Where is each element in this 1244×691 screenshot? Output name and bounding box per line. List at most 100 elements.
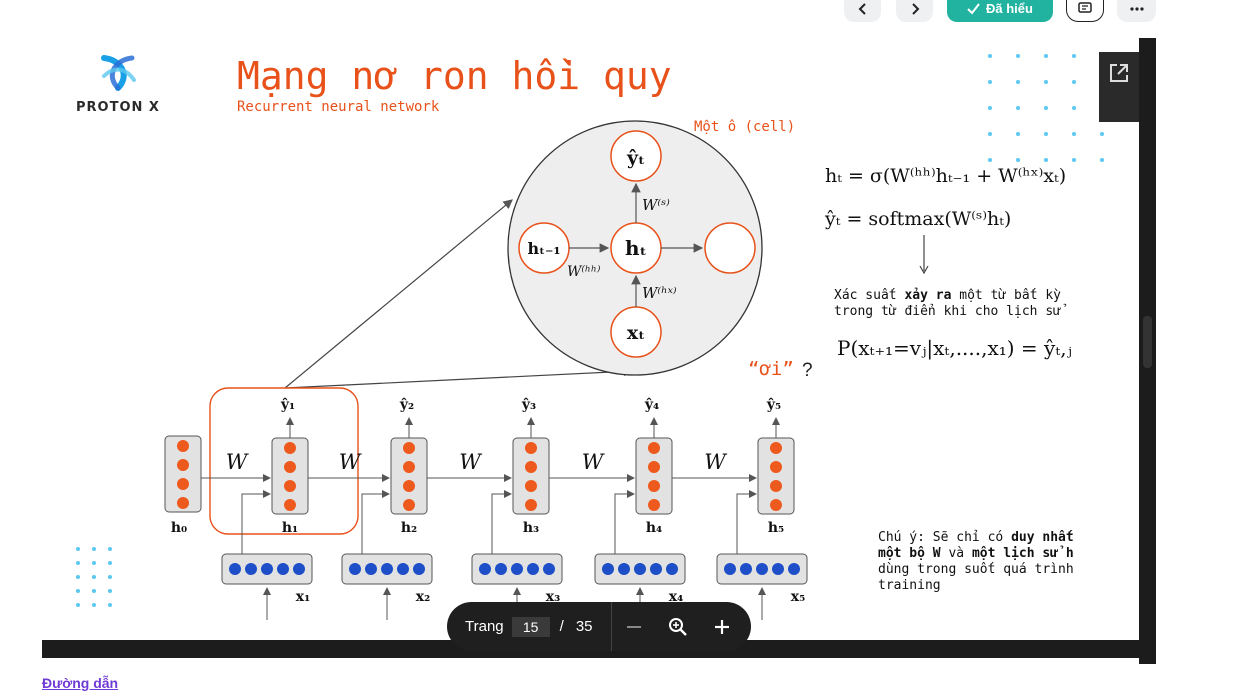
cell-label: Một ô (cell) xyxy=(694,119,796,135)
cell-ws-label: W⁽ˢ⁾ xyxy=(642,196,670,214)
next-button[interactable] xyxy=(896,0,933,22)
decor-dot xyxy=(1044,132,1048,136)
more-button[interactable] xyxy=(1117,0,1156,22)
input-unit xyxy=(245,563,257,575)
probability-note-line2: trong từ điển khi cho lịch sử xyxy=(834,304,1061,319)
hidden-unit xyxy=(177,440,189,452)
cell-h-label: hₜ xyxy=(625,236,647,260)
down-arrow xyxy=(919,235,929,275)
attention-note-c: một bộ W xyxy=(878,546,941,561)
dot-grid-decoration xyxy=(76,547,112,607)
hidden-unit xyxy=(403,499,415,511)
y-label: ŷ₂ xyxy=(399,396,414,413)
y-label: ŷ₅ xyxy=(766,396,781,413)
probability-note-b: xảy ra xyxy=(904,288,952,303)
cell-whx-label: W⁽ʰˣ⁾ xyxy=(642,284,677,302)
input-unit xyxy=(724,563,736,575)
probability-note: Xác suất xảy ra một từ bất kỳ trong từ đ… xyxy=(834,288,1061,320)
zoom-in-button[interactable] xyxy=(700,602,744,651)
w-label: W xyxy=(582,450,606,474)
zoom-out-button[interactable] xyxy=(612,602,656,651)
h-label: h₂ xyxy=(401,520,417,536)
external-link-icon xyxy=(1110,64,1128,82)
input-to-hidden-arrow xyxy=(241,490,271,554)
probability-note-c: một từ bất kỳ xyxy=(951,288,1061,303)
hidden-unit xyxy=(403,461,415,473)
slide-subtitle: Recurrent neural network xyxy=(237,99,440,115)
oi-label: “ơi” xyxy=(748,358,794,380)
proton-x-logo-icon xyxy=(101,55,136,91)
page-label: Trang xyxy=(465,618,504,635)
probability-equation: P(xₜ₊₁=vⱼ|xₜ,....,x₁) = ŷₜ,ⱼ xyxy=(837,336,1072,360)
understood-button[interactable]: Đã hiểu xyxy=(947,0,1053,22)
attention-note-a: Chú ý: Sẽ chỉ có xyxy=(878,530,1012,545)
decor-dot xyxy=(76,603,80,607)
decor-dot xyxy=(988,106,992,110)
input-to-hidden-arrow xyxy=(614,490,635,554)
link-button[interactable]: Đường dẫn xyxy=(42,675,119,691)
input-unit xyxy=(479,563,491,575)
decor-dot xyxy=(988,54,992,58)
w-label: W xyxy=(226,450,250,474)
hidden-unit xyxy=(648,480,660,492)
decor-dot xyxy=(108,589,112,593)
decor-dot xyxy=(1100,158,1104,162)
x-label: x₅ xyxy=(791,589,805,605)
decor-dot xyxy=(92,575,96,579)
logo-text: PROTON X xyxy=(76,100,160,115)
hidden-unit xyxy=(525,461,537,473)
open-external-button[interactable] xyxy=(1099,52,1139,122)
total-pages: 35 xyxy=(575,618,593,635)
dot-grid-decoration xyxy=(988,54,1104,162)
hidden-unit xyxy=(177,497,189,509)
input-unit xyxy=(229,563,241,575)
input-unit xyxy=(618,563,630,575)
input-unit xyxy=(756,563,768,575)
pager-divider xyxy=(610,602,612,651)
input-to-hidden-arrow xyxy=(736,490,757,554)
attention-note-f: dùng trong suốt quá trình xyxy=(878,562,1074,577)
hidden-unit xyxy=(525,480,537,492)
input-unit xyxy=(261,563,273,575)
hidden-unit xyxy=(284,499,296,511)
input-unit xyxy=(381,563,393,575)
input-unit xyxy=(277,563,289,575)
decor-dot xyxy=(108,575,112,579)
highlight-box xyxy=(209,387,359,535)
decor-dot xyxy=(1044,158,1048,162)
scrollbar-thumb[interactable] xyxy=(1143,316,1152,368)
comment-button[interactable] xyxy=(1066,0,1104,22)
decor-dot xyxy=(1044,106,1048,110)
decor-dot xyxy=(1016,106,1020,110)
input-unit xyxy=(527,563,539,575)
input-unit xyxy=(511,563,523,575)
minus-icon xyxy=(626,625,641,628)
y-label: ŷ₁ xyxy=(280,396,295,413)
cell-y-node xyxy=(610,130,662,182)
hidden-unit xyxy=(770,461,782,473)
chevron-right-icon xyxy=(911,3,919,15)
decor-dot xyxy=(1072,132,1076,136)
h0-box xyxy=(164,435,202,513)
w-label: W xyxy=(704,450,728,474)
zoom-button[interactable] xyxy=(656,602,700,651)
decor-dot xyxy=(988,132,992,136)
hidden-unit xyxy=(284,480,296,492)
decor-dot xyxy=(76,547,80,551)
cell-whh-label: W⁽ʰʰ⁾ xyxy=(567,264,601,280)
h-label: h₄ xyxy=(646,520,662,536)
prev-button[interactable] xyxy=(844,0,881,22)
x-label: x₁ xyxy=(296,589,310,605)
hidden-unit xyxy=(403,480,415,492)
hidden-unit xyxy=(648,461,660,473)
input-unit xyxy=(397,563,409,575)
attention-note-e: một lịch sử h xyxy=(971,546,1074,561)
hidden-unit xyxy=(770,442,782,454)
current-page-input[interactable]: 15 xyxy=(511,616,550,637)
y-label: ŷ₃ xyxy=(521,396,536,413)
hidden-unit xyxy=(284,442,296,454)
input-unit xyxy=(772,563,784,575)
attention-note-d: và xyxy=(940,546,972,561)
cell-x-label: xₜ xyxy=(627,322,645,344)
